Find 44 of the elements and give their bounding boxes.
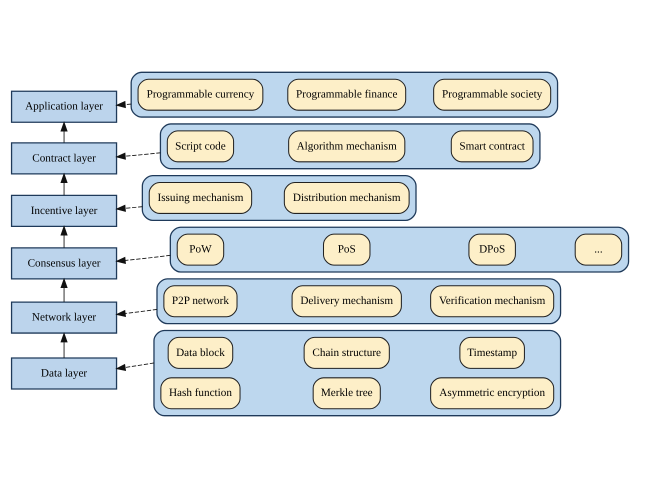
node-box: Consensus layer bbox=[10, 246, 118, 279]
arrow bbox=[60, 332, 68, 358]
arrow bbox=[115, 100, 132, 108]
arrow bbox=[60, 277, 68, 302]
cluster bbox=[170, 226, 630, 272]
node-box: PoS bbox=[322, 233, 370, 266]
node-box: Script code bbox=[166, 130, 234, 162]
cluster bbox=[130, 71, 558, 118]
cluster bbox=[160, 122, 541, 169]
node-box: Hash function bbox=[160, 376, 241, 409]
node-box: Algorithm mechanism bbox=[288, 130, 406, 162]
node-box: Delivery mechanism bbox=[292, 284, 402, 317]
arrow bbox=[115, 152, 161, 160]
node-box: Verification mechanism bbox=[430, 284, 554, 317]
arrow bbox=[115, 254, 171, 264]
arrow bbox=[60, 172, 68, 196]
node-box: Merkle tree bbox=[312, 376, 381, 409]
node-box: DPoS bbox=[468, 233, 516, 266]
node-box: Issuing mechanism bbox=[148, 181, 252, 214]
cluster bbox=[156, 278, 562, 324]
node-box: Programmable finance bbox=[287, 78, 406, 110]
arrow bbox=[115, 308, 158, 317]
node-box: Timestamp bbox=[459, 336, 525, 368]
node-box: Smart contract bbox=[450, 130, 534, 162]
node-box: Data block bbox=[168, 336, 234, 368]
cluster bbox=[142, 174, 417, 220]
cluster bbox=[153, 329, 562, 416]
arrow bbox=[115, 362, 154, 370]
arrow bbox=[115, 204, 143, 212]
node-box: ... bbox=[574, 233, 622, 266]
node-box: Contract layer bbox=[10, 142, 118, 174]
arrow bbox=[60, 120, 68, 143]
node-box: Application layer bbox=[10, 90, 118, 122]
node-box: PoW bbox=[176, 233, 224, 266]
node-box: Programmable society bbox=[433, 78, 552, 110]
node-box: Asymmetric encryption bbox=[430, 376, 554, 409]
node-box: Data layer bbox=[10, 356, 118, 390]
node-box: Incentive layer bbox=[10, 194, 118, 226]
node-box: Chain structure bbox=[304, 336, 390, 368]
node-box: P2P network bbox=[163, 284, 238, 317]
node-box: Programmable currency bbox=[138, 78, 264, 110]
arrow bbox=[60, 224, 68, 248]
node-box: Distribution mechanism bbox=[284, 181, 410, 214]
node-box: Network layer bbox=[10, 300, 118, 334]
